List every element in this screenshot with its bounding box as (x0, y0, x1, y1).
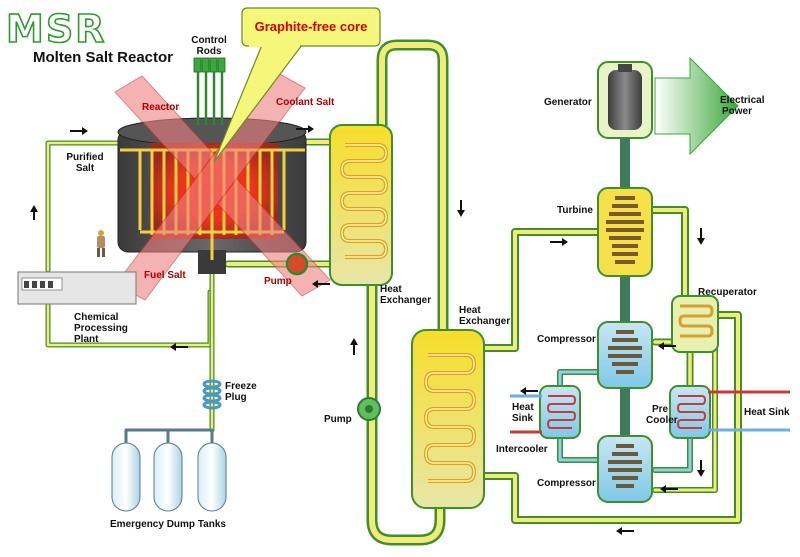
label-chemical-3: Plant (74, 334, 99, 345)
label-heat-sink-right: Heat Sink (744, 407, 790, 418)
person-icon (97, 230, 105, 257)
label-hx2-2: Exchanger (459, 316, 510, 327)
piping (45, 39, 742, 546)
callout-text: Graphite-free core (255, 19, 368, 34)
shaft (620, 138, 630, 488)
logo-abbrev: MSR (6, 7, 106, 51)
freeze-plug (202, 379, 222, 410)
label-hx1-2: Exchanger (380, 295, 431, 306)
turbine (597, 187, 653, 277)
generator (597, 61, 653, 139)
label-generator: Generator (544, 97, 592, 108)
flow-arrows (30, 125, 705, 535)
label-pump-primary: Pump (264, 276, 292, 287)
emergency-dump-tanks (111, 442, 227, 512)
label-chemical-1: Chemical (74, 312, 119, 323)
label-freeze-plug-1: Freeze (225, 381, 257, 392)
msr-logo: MSR Molten Salt Reactor (5, 6, 173, 66)
graphite-cross (114, 71, 331, 301)
label-fuel-salt: Fuel Salt (144, 270, 186, 281)
label-compressor-top: Compressor (537, 334, 596, 345)
labels: Control Rods Reactor Coolant Salt Purifi… (66, 35, 790, 530)
label-pump-secondary: Pump (324, 414, 352, 425)
label-heat-sink-left-1: Heat (512, 402, 534, 413)
heat-sink-right-pipes (708, 390, 790, 432)
compressor-top (597, 321, 653, 389)
recuperator (671, 295, 719, 353)
callout-balloon: Graphite-free core (213, 7, 381, 163)
logo-subtitle: Molten Salt Reactor (33, 49, 173, 66)
label-turbine: Turbine (557, 205, 593, 216)
label-hx2-1: Heat (459, 305, 481, 316)
heat-exchanger-2 (411, 329, 485, 509)
label-pre-cooler-2: Cooler (646, 415, 678, 426)
label-hx1-1: Heat (380, 284, 402, 295)
heat-sink-left-pipes (510, 394, 542, 434)
label-pre-cooler-1: Pre (652, 404, 669, 415)
label-control-rods-1: Control (191, 35, 227, 46)
primary-pump (285, 252, 309, 276)
label-reactor: Reactor (142, 102, 179, 113)
chemical-processing-plant (17, 271, 137, 305)
label-purified-salt-2: Salt (76, 163, 95, 174)
label-recuperator: Recuperator (698, 287, 757, 298)
label-control-rods-2: Rods (197, 46, 222, 57)
label-chemical-2: Processing (74, 323, 128, 334)
label-electrical-2: Power (722, 106, 752, 117)
label-heat-sink-left-2: Sink (512, 413, 534, 424)
label-compressor-bottom: Compressor (537, 478, 596, 489)
label-purified-salt-1: Purified (66, 152, 103, 163)
label-intercooler: Intercooler (496, 444, 548, 455)
label-coolant-salt: Coolant Salt (276, 97, 335, 108)
compressor-bottom (597, 435, 653, 503)
intercooler (539, 385, 581, 439)
label-freeze-plug-2: Plug (225, 392, 247, 403)
big-arrow-icon (654, 56, 739, 156)
label-electrical-1: Electrical (720, 95, 765, 106)
label-dump-tanks: Emergency Dump Tanks (110, 519, 226, 530)
control-rods (193, 57, 226, 125)
heat-exchanger-1 (329, 124, 393, 286)
pre-cooler (669, 385, 711, 439)
secondary-pump (357, 397, 381, 421)
